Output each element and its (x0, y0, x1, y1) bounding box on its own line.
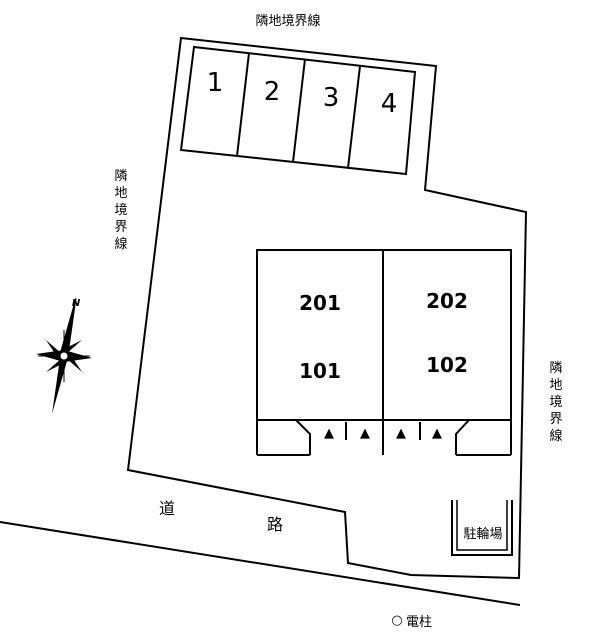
utility-pole-label: 電柱 (406, 615, 432, 630)
unit-102: 102 (426, 353, 468, 377)
compass-north-label: N (72, 298, 81, 309)
parking-space-2: 2 (264, 77, 281, 107)
utility-pole: ○ 電柱 (391, 613, 432, 630)
utility-pole-icon: ○ (391, 613, 402, 628)
road-label-2: 路 (267, 515, 283, 534)
boundary-label-left: 隣地境界線 (114, 168, 127, 252)
building: 201 101 202 102 ▲ ▲ ▲ ▲ (256, 249, 512, 456)
boundary-label-top: 隣地境界線 (255, 13, 320, 29)
unit-202: 202 (426, 289, 468, 313)
entrance-marker: ▲ (396, 426, 406, 441)
entrance-marker: ▲ (360, 426, 370, 441)
parking-space-1: 1 (207, 68, 224, 98)
parking-space-4: 4 (381, 89, 398, 119)
site-boundary (126, 36, 528, 580)
road-label-1: 道 (159, 499, 175, 518)
parking-area: 1 2 3 4 (179, 45, 417, 176)
boundary-label-right: 隣地境界線 (549, 360, 562, 444)
entrance-marker: ▲ (432, 426, 442, 441)
bicycle-parking: 駐輪場 (451, 500, 513, 556)
bicycle-parking-label: 駐輪場 (463, 526, 502, 542)
unit-201: 201 (299, 291, 341, 315)
unit-101: 101 (299, 359, 341, 383)
entrance-marker: ▲ (324, 426, 334, 441)
compass-rose: N (36, 297, 92, 414)
parking-space-3: 3 (323, 83, 340, 113)
road-edge (0, 521, 521, 606)
